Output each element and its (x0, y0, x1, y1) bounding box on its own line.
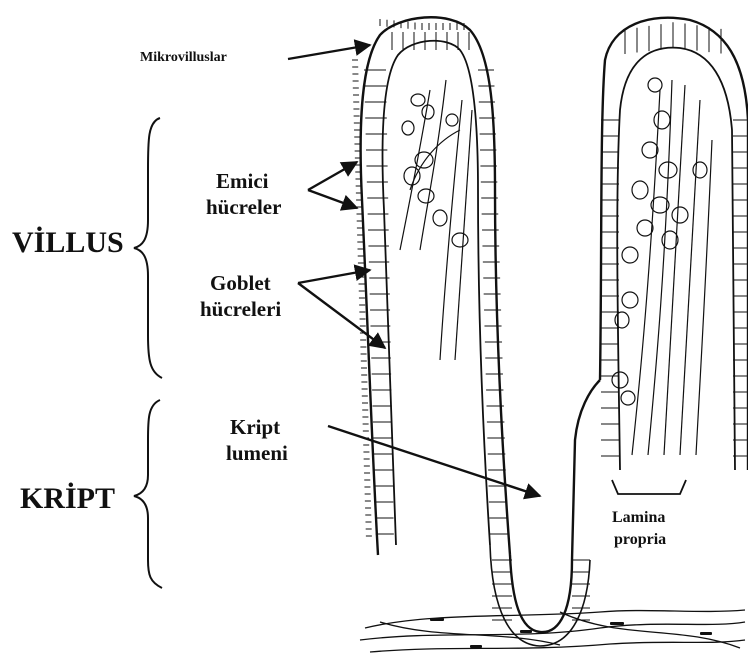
label-crypt-lumen-line1: Kript (230, 414, 280, 440)
left-villus-inner-outline (383, 41, 490, 545)
lamina-propria-bracket (612, 480, 686, 494)
microvilli-brush-border (352, 19, 464, 536)
right-lamina-vessels (632, 80, 712, 455)
left-lamina-cells (402, 94, 468, 247)
label-lamina-propria-line1: Lamina (612, 508, 665, 528)
arrow-absorptive-upper (308, 162, 357, 190)
label-villus: VİLLUS (12, 226, 124, 259)
arrow-goblet-lower (298, 283, 385, 348)
label-absorptive-cells-line1: Emici (216, 168, 269, 194)
left-villus-epithelial-cells (364, 32, 508, 534)
right-villus-epithelial-cells (601, 22, 748, 456)
label-lamina-propria-line2: propria (614, 530, 666, 550)
crypt-cells (492, 560, 590, 620)
arrow-crypt-lumen (328, 426, 540, 496)
label-goblet-cells-line2: hücreleri (200, 296, 281, 322)
label-goblet-cells-line1: Goblet (210, 270, 271, 296)
muscularis-mucosae-fibres (360, 610, 745, 652)
crypt-bracket (134, 400, 162, 588)
label-crypt: KRİPT (20, 482, 115, 515)
arrow-absorptive-lower (308, 190, 357, 208)
villus-bracket (134, 118, 162, 378)
label-absorptive-cells-line2: hücreler (206, 194, 281, 220)
label-crypt-lumen-line2: lumeni (226, 440, 288, 466)
arrow-microvilli (288, 45, 370, 59)
right-villus-inner-outline (617, 48, 735, 470)
label-microvilli: Mikrovilluslar (140, 50, 227, 65)
right-lamina-cells (612, 78, 707, 405)
left-villus-outer-outline (361, 17, 510, 555)
